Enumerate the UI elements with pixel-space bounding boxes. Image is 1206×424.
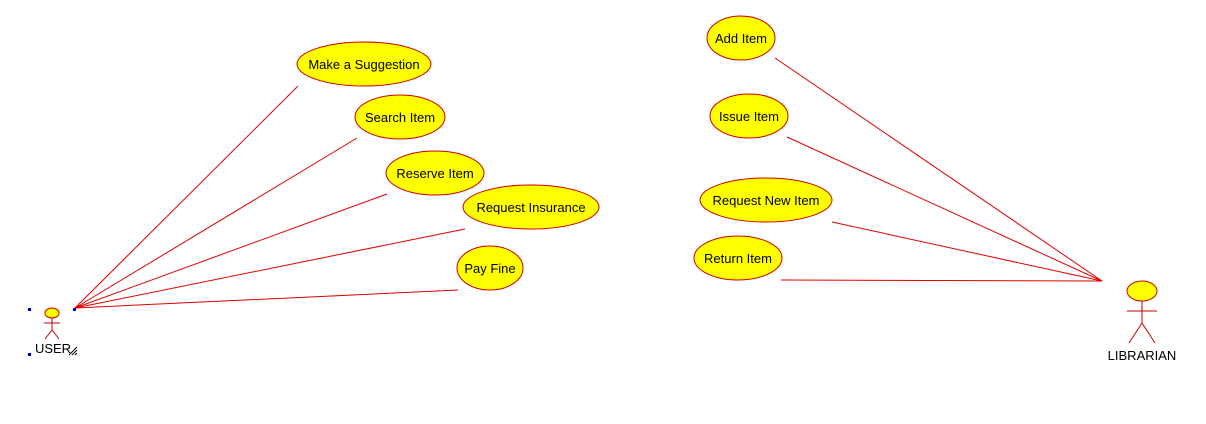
use-case-shape xyxy=(456,245,524,291)
use-case-label: Issue Item xyxy=(719,109,779,124)
use-case-label: Add Item xyxy=(715,31,767,46)
association-line-request-new-item[interactable] xyxy=(831,221,1103,282)
use-case-shape xyxy=(693,235,783,281)
actor-librarian[interactable]: LIBRARIAN xyxy=(1108,280,1177,363)
use-case-return-item[interactable]: Return Item xyxy=(693,235,783,281)
use-case-label: Reserve Item xyxy=(396,166,473,181)
association-line-make-suggestion[interactable] xyxy=(74,85,299,309)
use-case-label: Pay Fine xyxy=(464,261,515,276)
actor-user-label: USER xyxy=(35,341,71,356)
actor-librarian-head xyxy=(1126,280,1158,302)
association-line-add-item[interactable] xyxy=(774,57,1103,282)
use-case-shape xyxy=(706,15,776,61)
use-case-add-item[interactable]: Add Item xyxy=(706,15,776,61)
use-case-shape xyxy=(462,184,600,230)
use-case-issue-item[interactable]: Issue Item xyxy=(709,93,789,139)
use-case-label: Request New Item xyxy=(713,193,820,208)
actor-user-left-leg xyxy=(44,329,53,340)
use-case-label: Make a Suggestion xyxy=(308,57,419,72)
use-case-make-suggestion[interactable]: Make a Suggestion xyxy=(296,41,432,87)
use-case-label: Search Item xyxy=(365,110,435,125)
selection-handle-top-right[interactable] xyxy=(73,308,76,311)
use-case-shape xyxy=(296,41,432,87)
actor-librarian-label: LIBRARIAN xyxy=(1108,348,1177,363)
use-case-shape xyxy=(385,150,485,196)
use-case-shape xyxy=(709,93,789,139)
actor-librarian-left-leg xyxy=(1128,322,1143,344)
association-line-issue-item[interactable] xyxy=(786,136,1103,282)
actor-user-head xyxy=(44,307,60,319)
association-line-request-insurance[interactable] xyxy=(74,228,466,309)
association-line-search-item[interactable] xyxy=(74,137,358,309)
actor-user[interactable]: USER xyxy=(28,307,78,356)
use-case-request-new-item[interactable]: Request New Item xyxy=(699,177,833,223)
use-case-label: Return Item xyxy=(704,251,772,266)
use-case-shape xyxy=(699,177,833,223)
use-case-search-item[interactable]: Search Item xyxy=(354,94,446,140)
actor-user-right-leg xyxy=(51,329,60,340)
use-case-reserve-item[interactable]: Reserve Item xyxy=(385,150,485,196)
use-case-label: Request Insurance xyxy=(476,200,585,215)
selection-handle-bottom-left[interactable] xyxy=(28,353,31,356)
actor-librarian-right-leg xyxy=(1141,322,1156,344)
association-line-pay-fine[interactable] xyxy=(74,289,459,309)
resize-grip-icon[interactable] xyxy=(68,346,78,356)
association-line-return-item[interactable] xyxy=(780,279,1103,282)
use-case-shape xyxy=(354,94,446,140)
selection-handle-top-left[interactable] xyxy=(28,308,31,311)
association-lines xyxy=(74,57,1103,309)
association-line-reserve-item[interactable] xyxy=(74,193,388,309)
use-case-pay-fine[interactable]: Pay Fine xyxy=(456,245,524,291)
use-case-request-insurance[interactable]: Request Insurance xyxy=(462,184,600,230)
